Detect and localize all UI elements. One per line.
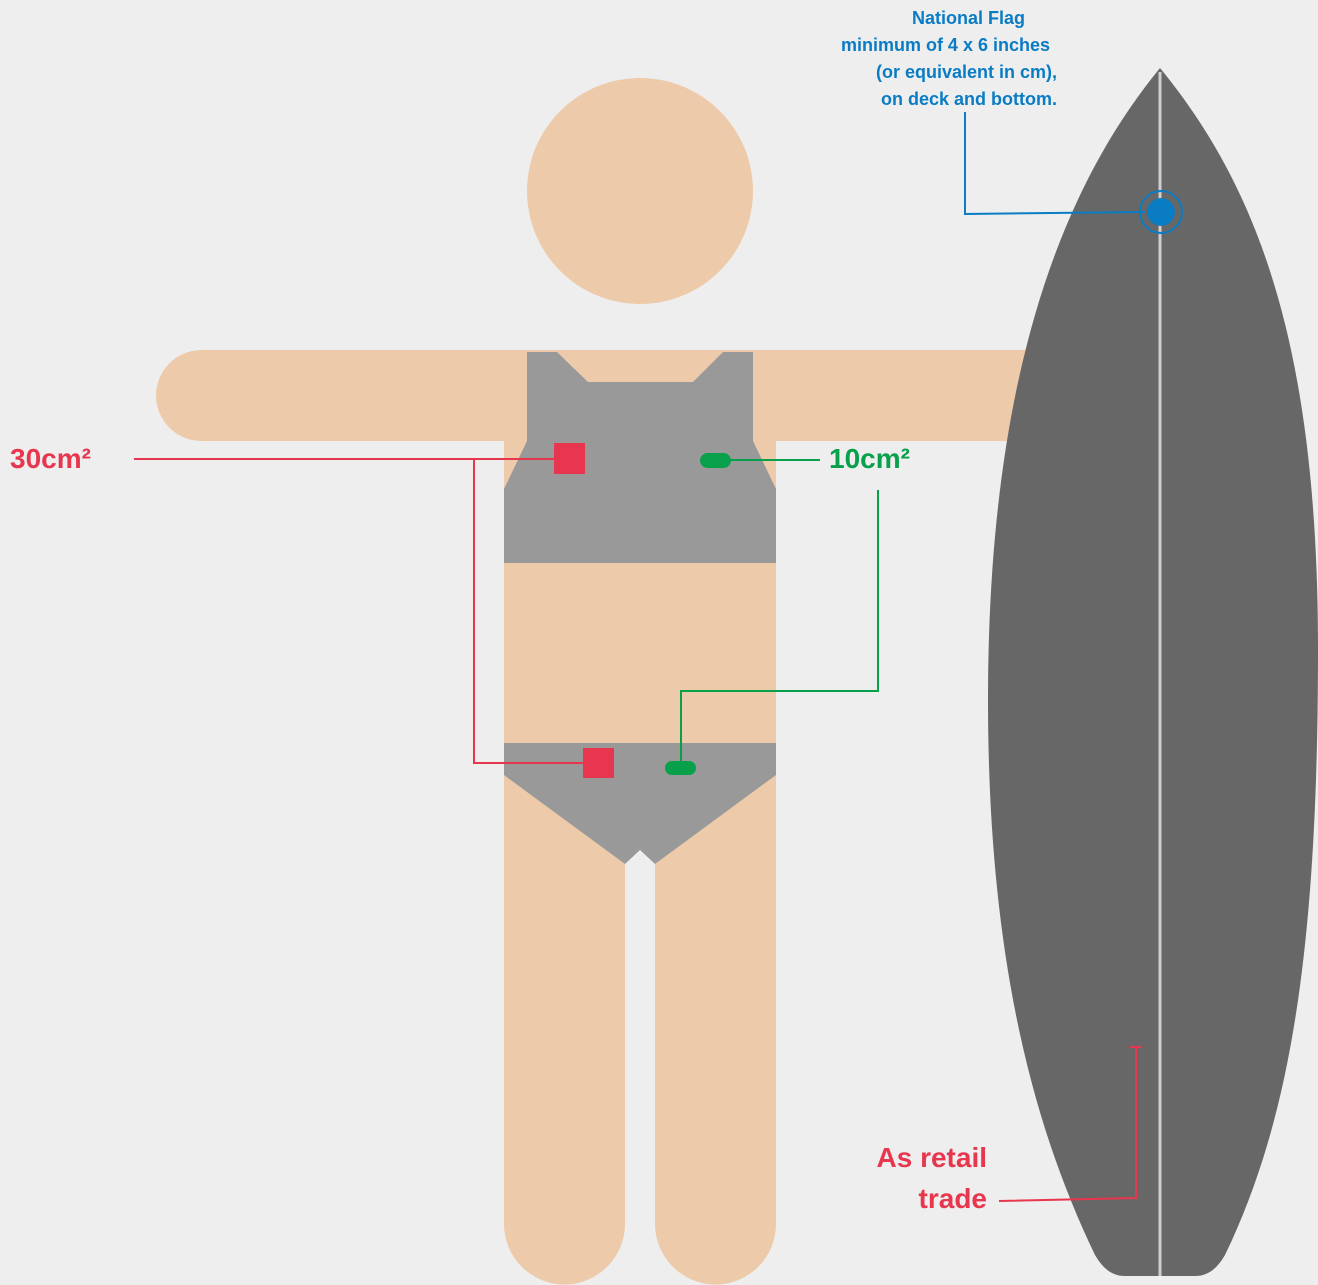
flag-label-line-1: National Flag <box>912 8 1025 28</box>
athlete-left-leg <box>504 780 625 1284</box>
label-10cm: 10cm² <box>829 443 910 474</box>
flag-marker-dot <box>1147 198 1175 226</box>
flag-label-line-3: (or equivalent in cm), <box>876 62 1057 82</box>
athlete-right-leg <box>655 780 776 1284</box>
flag-label-line-4: on deck and bottom. <box>881 89 1057 109</box>
logo-30cm-marker-chest <box>554 443 585 474</box>
surfboard-shape <box>988 68 1318 1276</box>
logo-30cm-marker-hip <box>583 748 614 778</box>
logo-10cm-marker-hip <box>665 761 696 775</box>
swimsuit-top <box>504 352 776 563</box>
athlete-head <box>527 78 753 304</box>
surfboard <box>988 68 1318 1276</box>
retail-label-line-1: As retail <box>877 1142 988 1173</box>
athlete-figure <box>156 78 1124 1284</box>
retail-label-line-2: trade <box>919 1183 987 1214</box>
logo-10cm-marker-chest <box>700 453 731 468</box>
flag-label-line-2: minimum of 4 x 6 inches <box>841 35 1050 55</box>
label-30cm: 30cm² <box>10 443 91 474</box>
